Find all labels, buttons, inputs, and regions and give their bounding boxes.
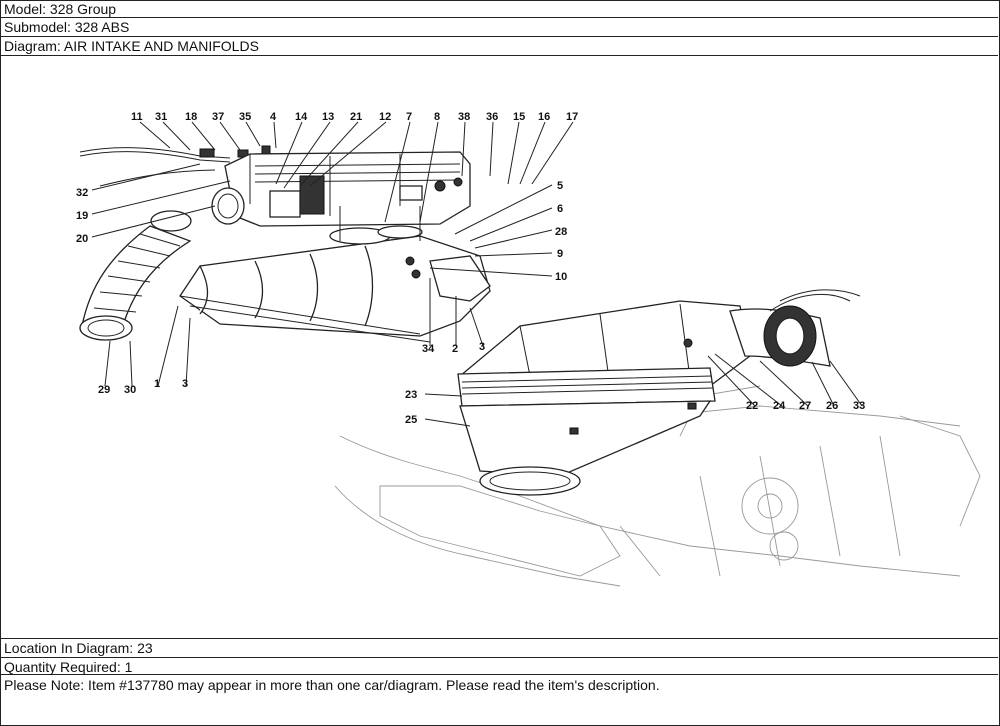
- callout-32: 32: [76, 187, 88, 199]
- callout-6: 6: [557, 203, 563, 215]
- callout-24: 24: [773, 400, 786, 412]
- callout-15: 15: [513, 111, 525, 123]
- callout-23: 23: [405, 389, 417, 401]
- callout-26: 26: [826, 400, 838, 412]
- leader-lines: [91, 121, 863, 427]
- callout-labels: 11 31 18 37 35 4 14 13 21 12 7 8 38 36 1…: [76, 111, 865, 426]
- intake-plenum: [211, 151, 471, 227]
- intake-hose: [79, 210, 192, 341]
- callout-36: 36: [486, 111, 498, 123]
- callout-37: 37: [212, 111, 224, 123]
- callout-8: 8: [434, 111, 440, 123]
- callout-19: 19: [76, 210, 88, 222]
- callout-10: 10: [555, 271, 567, 283]
- callout-11: 11: [131, 111, 143, 123]
- model-label: Model: 328 Group: [0, 0, 998, 18]
- callout-31: 31: [155, 111, 167, 123]
- callout-18: 18: [185, 111, 197, 123]
- callout-5: 5: [557, 180, 563, 192]
- callout-21: 21: [350, 111, 362, 123]
- callout-4: 4: [270, 111, 277, 123]
- quantity-label: Quantity Required: 1: [0, 657, 998, 675]
- callout-25: 25: [405, 414, 417, 426]
- callout-30: 30: [124, 384, 136, 396]
- callout-3-upper: 3: [479, 341, 485, 353]
- callout-3-lower: 3: [182, 378, 188, 390]
- callout-33: 33: [853, 400, 865, 412]
- callout-20: 20: [76, 233, 88, 245]
- location-label: Location In Diagram: 23: [4, 640, 153, 656]
- callout-2: 2: [452, 343, 458, 355]
- callout-14: 14: [295, 111, 308, 123]
- callout-13: 13: [322, 111, 334, 123]
- callout-16: 16: [538, 111, 550, 123]
- callout-35: 35: [239, 111, 251, 123]
- callout-27: 27: [799, 400, 811, 412]
- callout-22: 22: [746, 400, 758, 412]
- submodel-label: Submodel: 328 ABS: [0, 18, 998, 37]
- note-text: Please Note: Item #137780 may appear in …: [4, 677, 660, 693]
- air-filter-box: [457, 289, 861, 496]
- diagram-title: Diagram: AIR INTAKE AND MANIFOLDS: [0, 37, 998, 56]
- callout-17: 17: [566, 111, 578, 123]
- parts-diagram: 11 31 18 37 35 4 14 13 21 12 7 8 38 36 1…: [0, 56, 998, 639]
- callout-7: 7: [406, 111, 412, 123]
- callout-34: 34: [422, 343, 435, 355]
- callout-9: 9: [557, 248, 563, 260]
- callout-38: 38: [458, 111, 470, 123]
- callout-28: 28: [555, 226, 567, 238]
- callout-1: 1: [154, 378, 160, 390]
- lower-manifold: [179, 206, 491, 343]
- callout-29: 29: [98, 384, 110, 396]
- callout-12: 12: [379, 111, 391, 123]
